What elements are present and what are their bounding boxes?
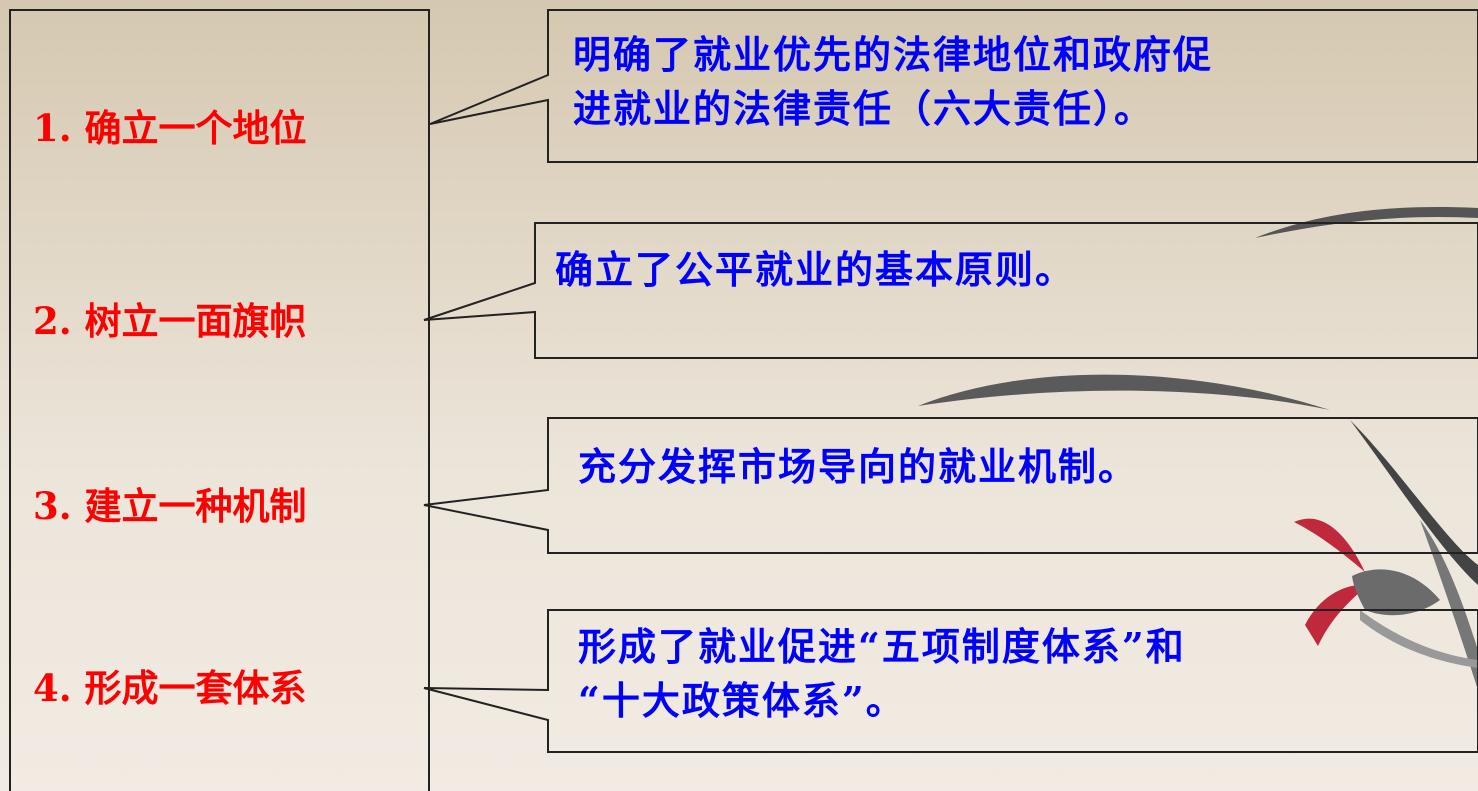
brush-leaf-top xyxy=(1255,207,1478,238)
item-label-4: 4. 形成一套体系 xyxy=(33,666,307,710)
callout-4-bubble xyxy=(423,609,1478,753)
callout-1-text: 明确了就业优先的法律地位和政府促 进就业的法律责任（六大责任）。 xyxy=(573,28,1213,136)
callout-4-text: 形成了就业促进“五项制度体系”和 “十大政策体系”。 xyxy=(578,620,1186,728)
callout-2-line-1: 确立了公平就业的基本原则。 xyxy=(555,247,1076,292)
item-label-3: 3. 建立一种机制 xyxy=(33,484,307,528)
callout-3-text: 充分发挥市场导向的就业机制。 xyxy=(578,440,1138,494)
callout-1-line-2: 进就业的法律责任（六大责任）。 xyxy=(573,86,1155,131)
item-label-2: 2. 树立一面旗帜 xyxy=(33,299,307,343)
callout-4-line-2: “十大政策体系”。 xyxy=(578,678,906,723)
brush-leaf-long xyxy=(1350,420,1478,585)
item-label-1: 1. 确立一个地位 xyxy=(33,106,307,150)
red-petal-upper xyxy=(1294,518,1365,572)
red-petal-lower xyxy=(1305,584,1368,646)
callout-2-bubble xyxy=(423,222,1478,359)
grey-bud xyxy=(1352,569,1440,616)
callout-3-line-1: 充分发挥市场导向的就业机制。 xyxy=(578,444,1139,489)
callout-2-text: 确立了公平就业的基本原则。 xyxy=(555,243,1075,297)
callout-3-bubble xyxy=(423,417,1478,554)
callout-1-line-1: 明确了就业优先的法律地位和政府促 xyxy=(573,32,1214,77)
callout-1-bubble xyxy=(429,9,1478,163)
grey-stem xyxy=(1360,610,1478,668)
callout-4-line-1: 形成了就业促进“五项制度体系”和 xyxy=(578,624,1186,669)
left-panel-frame xyxy=(9,9,430,791)
brush-leaf-middle xyxy=(918,374,1330,410)
